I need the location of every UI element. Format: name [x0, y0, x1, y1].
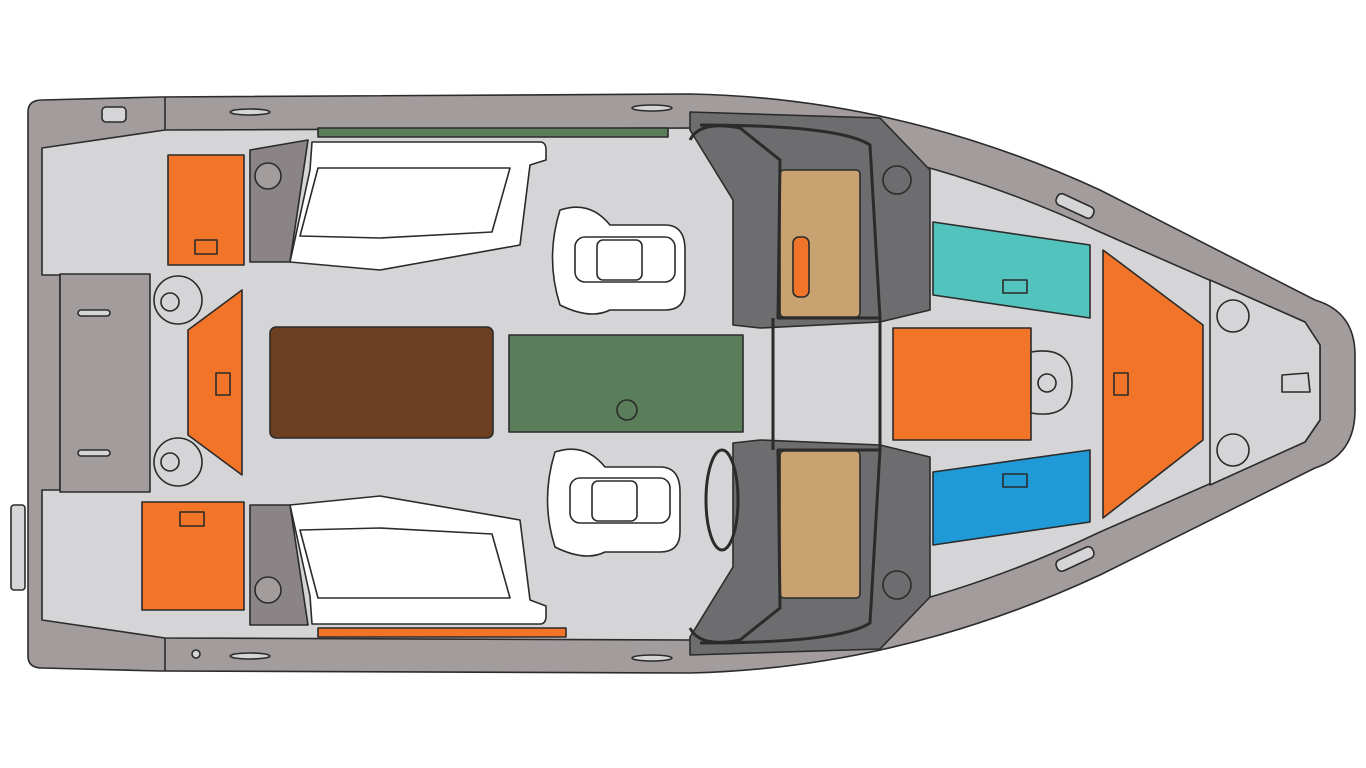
transom-vent	[77, 309, 111, 317]
hatch-pull-icon	[616, 399, 638, 421]
livewell	[932, 221, 1091, 319]
cleat-icon	[631, 654, 673, 662]
stern-center-locker	[187, 289, 243, 476]
bow-cleat-icon	[1281, 372, 1311, 393]
drain-icon	[191, 649, 201, 659]
bow-seat-base	[1030, 350, 1073, 415]
table	[269, 326, 494, 439]
transom-step	[59, 273, 151, 493]
floor-hatch-green	[508, 334, 744, 433]
cup-holder-icon	[160, 292, 180, 312]
hatch-latch-icon	[1002, 279, 1028, 294]
side-bench-starboard-cushion	[299, 527, 511, 599]
hatch-latch-icon	[194, 239, 218, 255]
cleat-icon	[229, 108, 271, 116]
cleat-icon	[229, 652, 271, 660]
storage-strip-green	[317, 127, 669, 138]
hatch-latch-icon	[1113, 372, 1129, 396]
cleat-icon	[101, 106, 127, 123]
passenger-seat	[551, 206, 686, 315]
cleat-icon	[1055, 545, 1095, 573]
stern-locker-starboard	[141, 501, 245, 611]
console-switch	[792, 236, 810, 298]
console-seat-starboard	[779, 450, 861, 599]
stern-locker-port	[167, 154, 245, 266]
cooler	[932, 449, 1091, 546]
windshield-frame	[688, 123, 882, 320]
storage-strip-orange	[317, 627, 567, 638]
cup-holder-icon	[1216, 299, 1250, 333]
cup-holder-icon	[160, 452, 180, 472]
cup-holder-icon	[882, 570, 912, 600]
cup-holder-icon	[882, 165, 912, 195]
cup-holder-icon	[254, 162, 282, 190]
console-seat-port	[779, 169, 861, 318]
cup-holder-icon	[1216, 433, 1250, 467]
swim-ladder	[10, 504, 26, 591]
hatch-latch-icon	[179, 511, 205, 527]
cleat-icon	[1055, 192, 1095, 220]
windshield-frame	[688, 448, 882, 645]
cleat-icon	[631, 104, 673, 112]
bow-locker-forward	[1102, 249, 1204, 519]
hatch-latch-icon	[215, 372, 231, 396]
bow-locker-center	[892, 327, 1032, 441]
cup-holder-icon	[254, 576, 282, 604]
cup-holder-icon	[1037, 373, 1057, 393]
hatch-latch-icon	[1002, 473, 1028, 488]
steering-wheel-icon	[704, 448, 740, 552]
helm-seat	[546, 448, 681, 557]
side-bench-port-cushion	[299, 167, 511, 239]
transom-vent	[77, 449, 111, 457]
